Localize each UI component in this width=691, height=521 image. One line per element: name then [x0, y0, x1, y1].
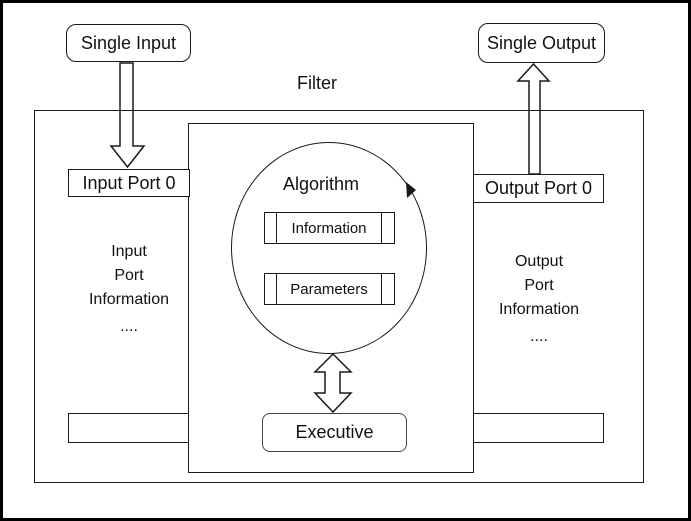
algorithm-inner-rect — [188, 123, 474, 473]
single-input-box: Single Input — [66, 24, 191, 62]
executive-box: Executive — [262, 413, 407, 452]
information-label: Information — [291, 219, 367, 237]
filter-outer-rect — [34, 110, 644, 483]
single-output-box: Single Output — [478, 23, 605, 63]
parameters-box: Parameters — [264, 273, 395, 305]
input-info-line: Information — [88, 291, 170, 308]
input-port-label: Input Port 0 — [82, 172, 176, 193]
input-info-line: Input — [111, 243, 147, 260]
parameters-box-right-stripe — [381, 274, 394, 304]
parameters-label: Parameters — [290, 280, 368, 298]
output-info-line: Port — [524, 277, 554, 294]
input-empty-port-box — [68, 413, 189, 443]
single-output-label: Single Output — [486, 32, 597, 53]
algorithm-label: Algorithm — [282, 174, 360, 194]
output-info-line: Output — [514, 253, 564, 270]
information-box-right-stripe — [381, 213, 394, 243]
input-port-box: Input Port 0 — [68, 169, 190, 197]
single-input-label: Single Input — [80, 32, 177, 53]
information-box: Information — [264, 212, 395, 244]
input-info-line: .... — [120, 318, 138, 335]
output-info-line: .... — [530, 328, 548, 345]
executive-label: Executive — [295, 422, 374, 442]
output-port-box: Output Port 0 — [473, 174, 604, 203]
output-port-info-text: Output Port Information .... — [478, 250, 600, 349]
output-info-line: Information — [498, 301, 580, 318]
input-port-info-text: Input Port Information .... — [68, 240, 190, 339]
output-empty-port-box — [473, 413, 604, 443]
parameters-box-left-stripe — [265, 274, 277, 304]
input-info-line: Port — [114, 267, 144, 284]
filter-title: Filter — [297, 73, 337, 93]
information-box-left-stripe — [265, 213, 277, 243]
output-port-label: Output Port 0 — [484, 178, 593, 198]
